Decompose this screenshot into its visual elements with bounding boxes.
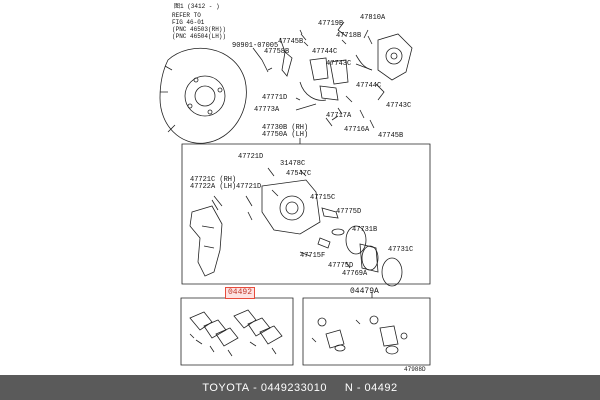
slide-pin-47715f	[317, 237, 331, 249]
part-label: 47721D	[236, 183, 262, 191]
clip-47743c	[355, 54, 373, 71]
pad-kit-pad-2	[233, 309, 257, 329]
part-label: 47721C (RH)	[190, 176, 237, 184]
page-code: 图1 (3412 - )	[174, 3, 220, 10]
part-label: 47731B	[352, 226, 378, 234]
figure-id: 47988D	[404, 366, 426, 373]
part-label: 47717A	[326, 112, 352, 120]
part-label: 47731C	[388, 246, 414, 254]
part-label: 47745B	[278, 38, 304, 46]
pad-kit-pad-1	[189, 311, 213, 331]
part-label: 47775D	[328, 262, 354, 270]
caliper-assembly-top	[377, 33, 413, 81]
caliper-section-border	[181, 143, 431, 285]
part-label: 47744C	[312, 48, 338, 56]
caliper-mounting-bracket	[189, 205, 223, 277]
part-label: 47715F	[300, 252, 326, 260]
seal-kit-ring	[317, 317, 327, 327]
spring-47771d	[299, 81, 327, 101]
slide-pin-47715c	[321, 207, 339, 219]
part-label: 47721D	[238, 153, 264, 161]
part-label: 47743C	[386, 102, 412, 110]
part-info-footer: TOYOTA - 0449233010 N - 04492	[0, 375, 600, 400]
footer-part-number: 0449233010	[260, 381, 328, 394]
footer-separator: N -	[327, 381, 365, 394]
part-label: 47771D	[262, 94, 288, 102]
footer-separator: -	[249, 381, 261, 394]
boot-47731c	[381, 257, 403, 287]
shim-47758b	[281, 51, 293, 77]
part-label: 47745B	[378, 132, 404, 140]
part-label: 47750A (LH)	[262, 131, 309, 139]
part-label: 47719B	[318, 20, 344, 28]
part-label: 47547C	[286, 170, 312, 178]
pad-kit-04492-border	[180, 297, 294, 366]
highlighted-part-04492[interactable]: 04492	[225, 287, 256, 299]
part-label: 47758B	[264, 48, 290, 56]
footer-ref-number: 04492	[364, 381, 398, 394]
part-label: 47715C	[310, 194, 336, 202]
footer-brand: TOYOTA	[202, 381, 250, 394]
backing-plate	[159, 47, 247, 144]
caliper-body	[261, 179, 321, 235]
part-label: 47810A	[360, 14, 386, 22]
part-label: 47716A	[344, 126, 370, 134]
part-label: 47744C	[356, 82, 382, 90]
part-label: 47718B	[336, 32, 362, 40]
part-label: 47743C	[326, 60, 352, 68]
backing-plate-hub	[184, 75, 226, 117]
piston-seal-47731b	[345, 225, 367, 255]
seal-kit-04479a-border	[302, 297, 431, 366]
refer-note-line-1: REFER TO	[172, 12, 201, 19]
bolt-90901	[261, 59, 273, 73]
part-label: 90901-07005	[232, 42, 279, 50]
part-label: 47769A	[342, 270, 368, 278]
part-label: 47722A (LH)	[190, 183, 237, 191]
piston	[359, 243, 379, 273]
refer-note-line-4: (PNC 46504(LH))	[172, 33, 227, 40]
refer-note-line-3: (PNC 46503(RH))	[172, 26, 227, 33]
part-label: 47773A	[254, 106, 280, 114]
diagram-drawing	[159, 21, 431, 366]
part-label: 47730B (RH)	[262, 124, 309, 132]
part-label: 47775D	[336, 208, 362, 216]
part-label: 04479A	[350, 287, 379, 296]
pad-upper	[309, 57, 329, 81]
refer-note-line-2: FIG 46-01	[172, 19, 205, 26]
part-label: 31478C	[280, 160, 306, 168]
